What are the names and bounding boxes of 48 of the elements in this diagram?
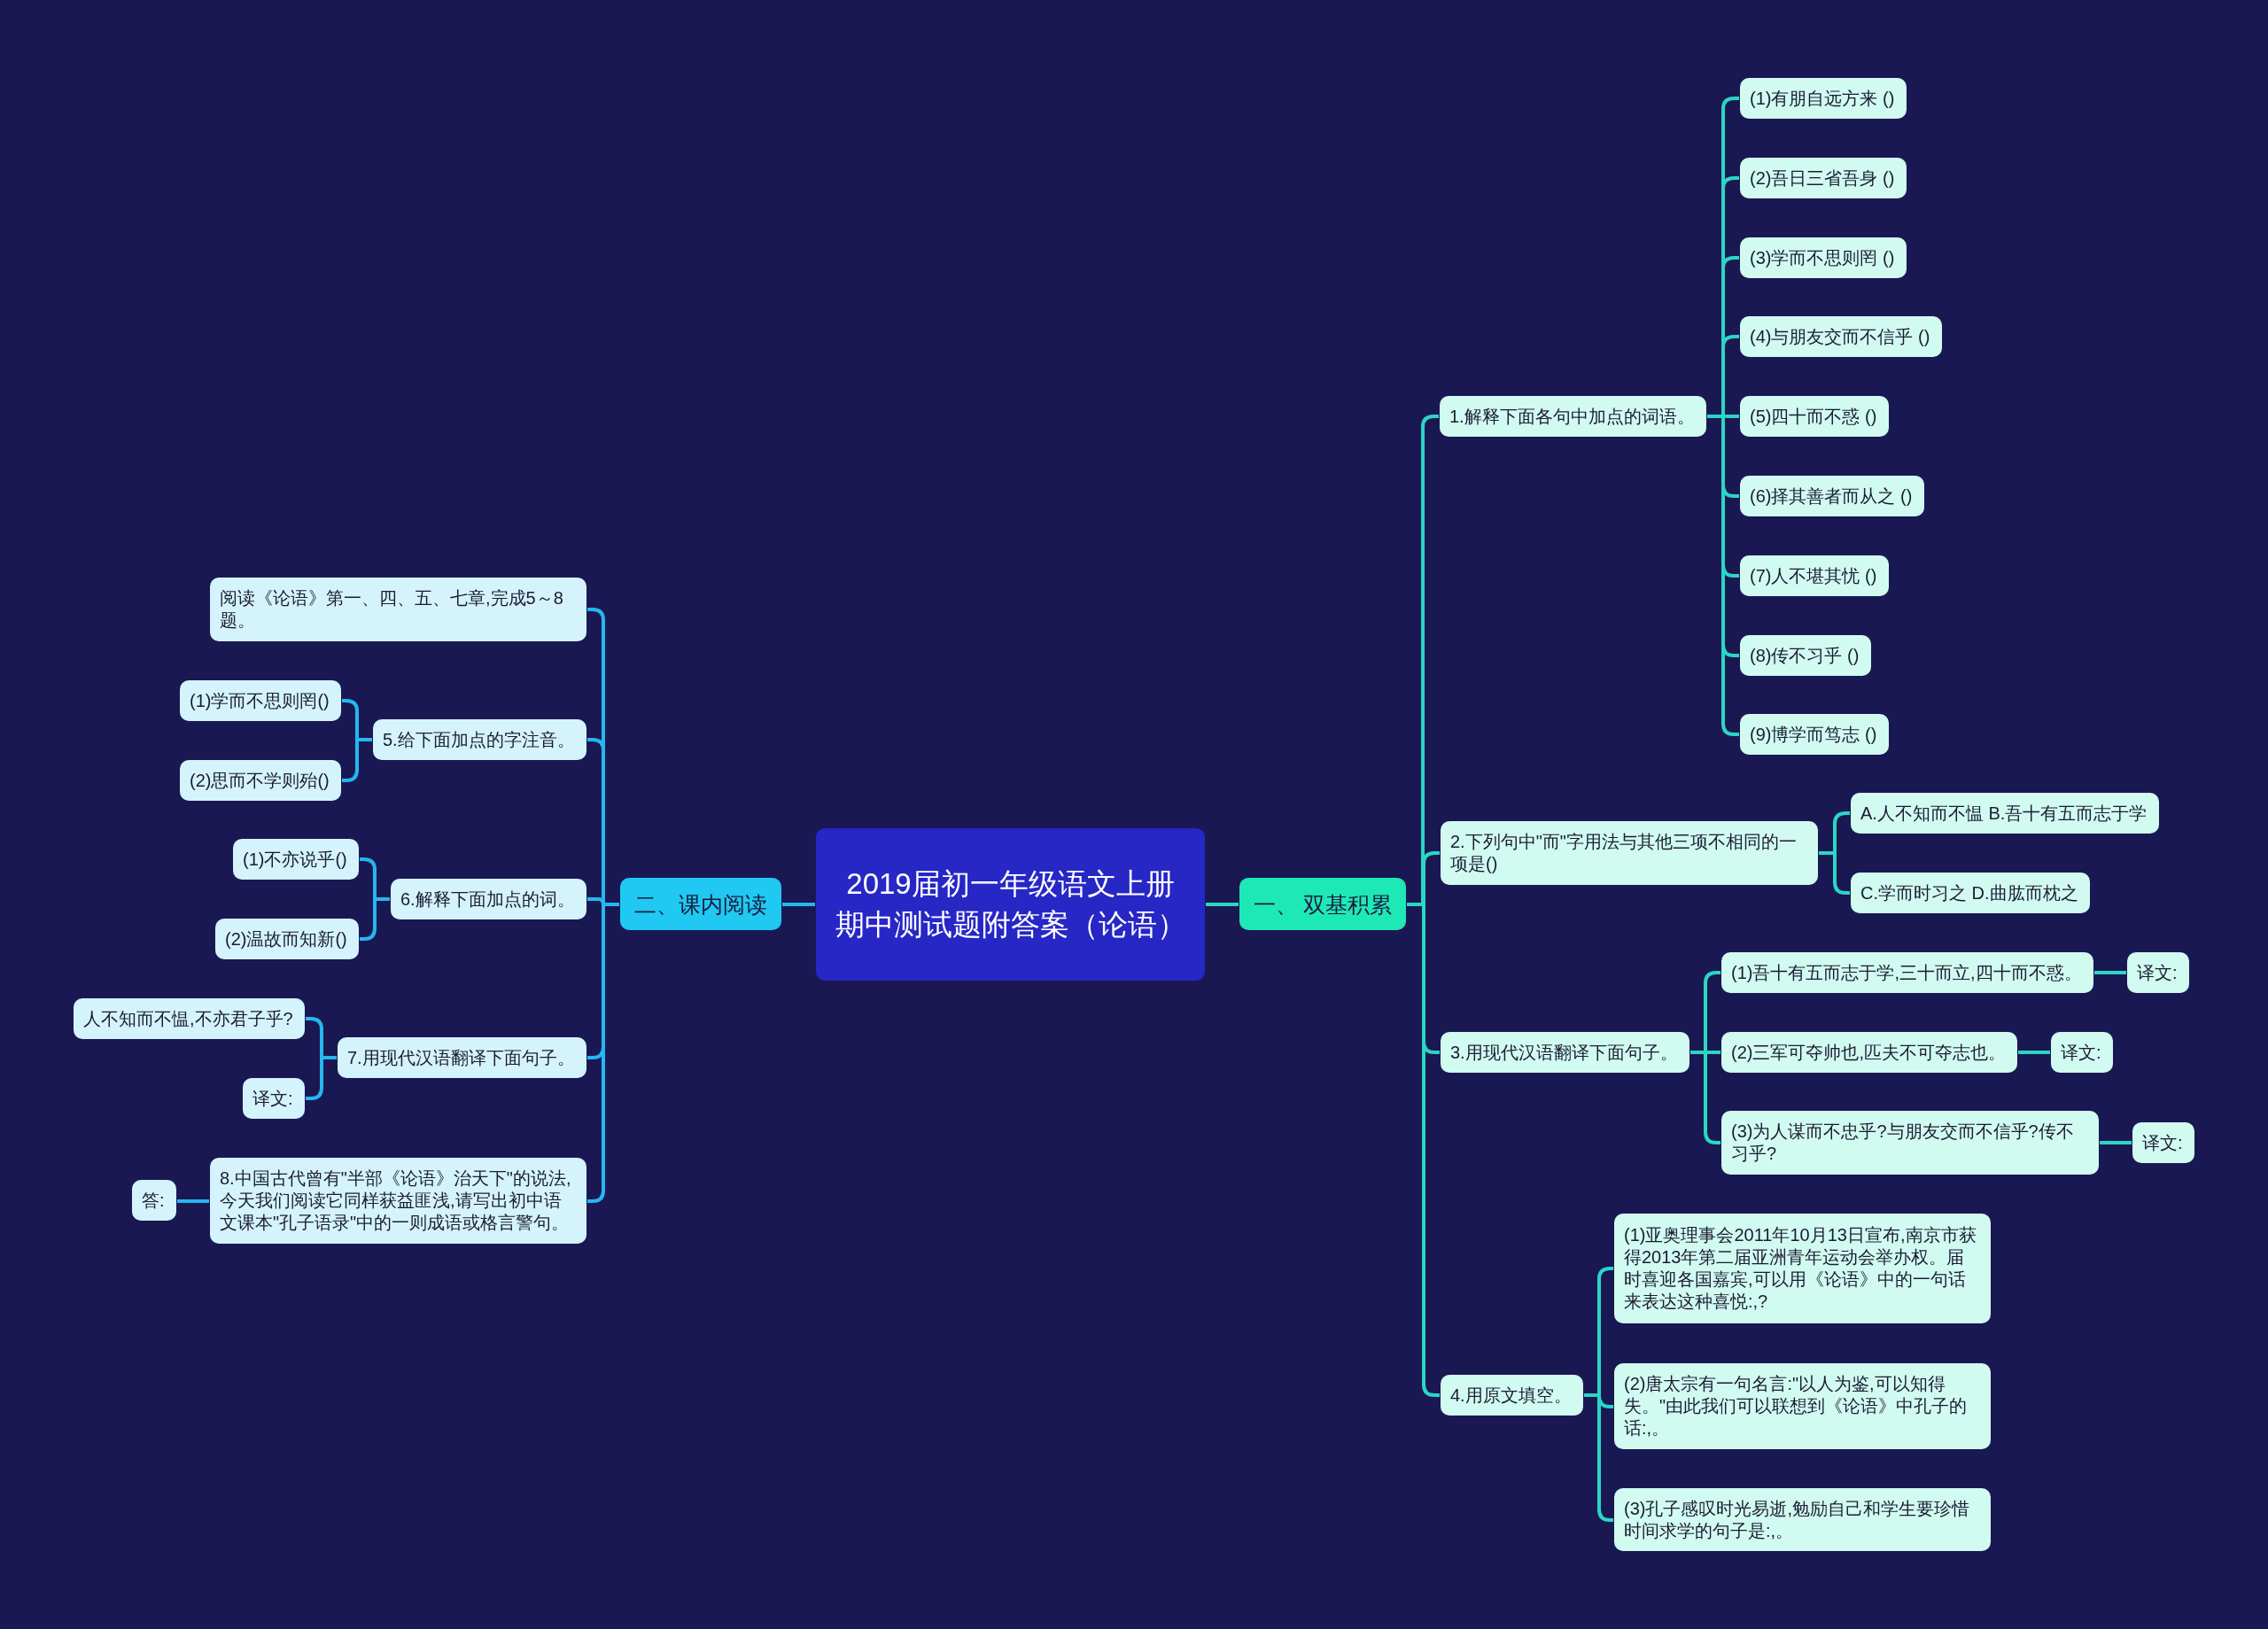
connector-line (1707, 415, 1739, 418)
topic-box: (3)为人谋而不忠乎?与朋友交而不信乎?传不习乎? (1721, 1111, 2099, 1175)
topic-box: (1)不亦说乎() (233, 839, 359, 880)
connector-line (782, 903, 815, 906)
topic-box: (3)孔子感叹时光易逝,勉励自己和学生要珍惜时间求学的句子是:,。 (1614, 1488, 1991, 1551)
topic-box: 答: (132, 1180, 176, 1221)
topic-box: (3)学而不思则罔 () (1740, 237, 1907, 278)
connector-line (2018, 1051, 2050, 1054)
connector-line (1819, 851, 1850, 895)
topic-box: (5)四十而不惑 () (1740, 396, 1889, 437)
topic-box: 译文: (2132, 1122, 2194, 1163)
topic-box: 译文: (2127, 952, 2189, 993)
topic-box: (1)吾十有五而志于学,三十而立,四十而不惑。 (1721, 952, 2093, 993)
branch-box: 一、 双基积累 (1239, 878, 1406, 930)
connector-line (1206, 903, 1239, 906)
topic-box: 人不知而不愠,不亦君子乎? (74, 998, 305, 1039)
branch-box: 二、课内阅读 (620, 878, 781, 930)
topic-box: (2)三军可夺帅也,匹夫不可夺志也。 (1721, 1032, 2017, 1073)
topic-box: 阅读《论语》第一、四、五、七章,完成5～8题。 (210, 578, 586, 641)
topic-box: (1)亚奥理事会2011年10月13日宣布,南京市获得2013年第二届亚洲青年运动会举办权。届时喜迎各国嘉宾,可以用《论语》中的一句话来表达这种喜悦:,? (1614, 1214, 1991, 1323)
topic-box: (2)温故而知新() (215, 919, 359, 959)
topic-box: (1)学而不思则罔() (180, 680, 341, 721)
connector-line (2094, 971, 2126, 974)
topic-box: (2)唐太宗有一句名言:"以人为鉴,可以知得失。"由此我们可以联想到《论语》中孔子的话:,。 (1614, 1363, 1991, 1449)
topic-box: 3.用现代汉语翻译下面句子。 (1441, 1032, 1689, 1073)
central-topic-box: 2019届初一年级语文上册期中测试题附答案（论语） (816, 828, 1205, 981)
topic-box: A.人不知而不愠 B.吾十有五而志于学 (1851, 793, 2159, 834)
topic-box: 译文: (243, 1078, 305, 1119)
topic-box: 7.用现代汉语翻译下面句子。 (338, 1037, 586, 1078)
topic-box: 译文: (2051, 1032, 2113, 1073)
topic-box: 8.中国古代曾有"半部《论语》治天下"的说法,今天我们阅读它同样获益匪浅,请写出初中语文课本"孔子语录"中的一则成语或格言警句。 (210, 1158, 586, 1244)
connector-line (2100, 1141, 2132, 1144)
topic-box: (4)与朋友交而不信乎 () (1740, 316, 1942, 357)
topic-box: 6.解释下面加点的词。 (391, 879, 586, 919)
connector-line (177, 1199, 209, 1203)
topic-box: (6)择其善者而从之 () (1740, 476, 1924, 516)
topic-box: 4.用原文填空。 (1441, 1375, 1583, 1416)
topic-box: 2.下列句中"而"字用法与其他三项不相同的一项是() (1441, 821, 1818, 885)
topic-box: (9)博学而笃志 () (1740, 714, 1889, 755)
topic-box: (2)吾日三省吾身 () (1740, 158, 1907, 198)
topic-box: C.学而时习之 D.曲肱而枕之 (1851, 873, 2090, 913)
topic-box: (7)人不堪其忧 () (1740, 555, 1889, 596)
connector-line (1690, 1051, 1720, 1054)
topic-box: (8)传不习乎 () (1740, 635, 1871, 676)
topic-box: 1.解释下面各句中加点的词语。 (1440, 396, 1706, 437)
topic-box: 5.给下面加点的字注音。 (373, 719, 586, 760)
topic-box: (1)有朋自远方来 () (1740, 78, 1907, 119)
topic-box: (2)思而不学则殆() (180, 760, 341, 801)
